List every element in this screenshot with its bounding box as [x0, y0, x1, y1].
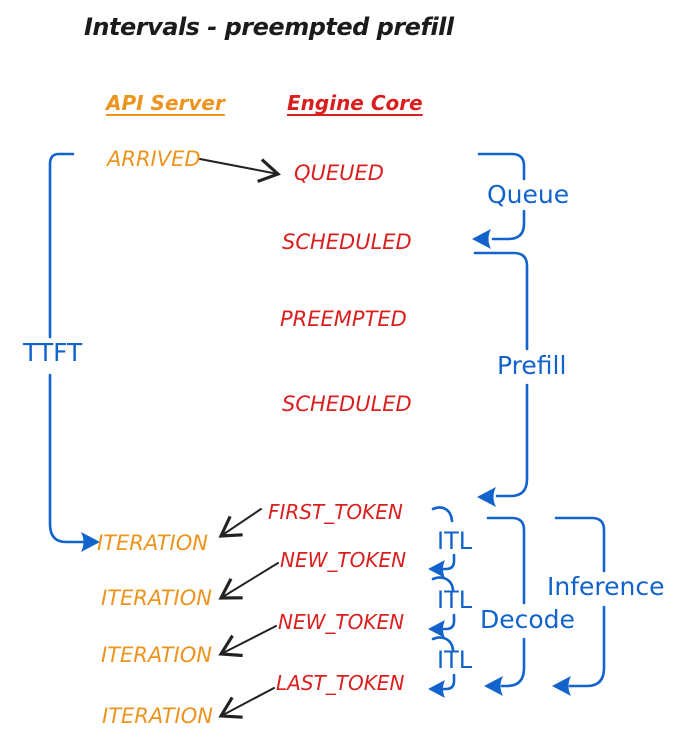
- inference-bracket-bottom: [568, 605, 606, 688]
- itl3-bracket-top: [431, 636, 455, 652]
- itl1-bracket-bottom: [442, 553, 456, 571]
- event-new-token-2: NEW_TOKEN: [278, 610, 405, 634]
- prefill-bracket-top: [473, 251, 529, 351]
- event-iteration-4: ITERATION: [102, 704, 213, 728]
- arrow-last-token-to-iteration-icon: [218, 687, 275, 719]
- itl2-bracket-bottom: [442, 613, 456, 631]
- prefill-bracket-bottom: [495, 383, 529, 498]
- event-queued: QUEUED: [294, 161, 384, 185]
- prefill-arrowhead-icon: [477, 487, 496, 507]
- interval-label-itl-3: ITL: [437, 646, 473, 674]
- itl3-bracket-bottom: [442, 673, 456, 691]
- event-arrived: ARRIVED: [107, 147, 201, 171]
- event-new-token-1: NEW_TOKEN: [280, 548, 407, 572]
- inference-bracket-top: [554, 516, 606, 573]
- itl1-arrowhead-icon: [428, 560, 445, 578]
- queue-bracket-bottom: [491, 209, 526, 241]
- event-iteration-1: ITERATION: [97, 531, 208, 555]
- itl3-arrowhead-icon: [428, 680, 445, 698]
- event-scheduled-1: SCHEDULED: [282, 230, 412, 254]
- interval-label-queue: Queue: [487, 180, 570, 209]
- column-header-api-server: API Server: [106, 91, 225, 115]
- event-scheduled-2: SCHEDULED: [282, 392, 412, 416]
- interval-label-itl-2: ITL: [437, 586, 473, 614]
- diagram-title: Intervals - preempted prefill: [84, 13, 454, 41]
- interval-label-itl-1: ITL: [437, 527, 473, 555]
- itl2-bracket-top: [431, 576, 455, 592]
- event-preempted: PREEMPTED: [280, 307, 407, 331]
- decode-bracket-bottom: [500, 637, 526, 688]
- event-first-token: FIRST_TOKEN: [268, 500, 403, 524]
- inference-arrowhead-icon: [552, 676, 571, 696]
- column-header-engine-core: Engine Core: [287, 91, 423, 115]
- interval-label-inference: Inference: [547, 572, 665, 601]
- arrow-new-token2-to-iteration-icon: [218, 625, 277, 658]
- ttft-arrowhead-icon: [81, 532, 100, 552]
- ttft-bracket-bottom: [48, 373, 85, 544]
- interval-label-ttft: TTFT: [23, 338, 83, 367]
- event-iteration-2: ITERATION: [101, 586, 212, 610]
- decode-bracket-top: [486, 516, 526, 605]
- interval-label-prefill: Prefill: [497, 351, 567, 380]
- queue-arrowhead-icon: [472, 229, 491, 249]
- arrow-new-token-to-iteration-icon: [218, 562, 279, 600]
- itl2-arrowhead-icon: [428, 620, 445, 638]
- arrow-arrived-to-queued-icon: [199, 158, 282, 183]
- event-iteration-3: ITERATION: [101, 643, 212, 667]
- decode-arrowhead-icon: [484, 676, 503, 696]
- queue-bracket-top: [477, 152, 526, 181]
- interval-label-decode: Decode: [480, 605, 575, 634]
- itl1-bracket-top: [431, 506, 454, 523]
- ttft-bracket-top: [48, 152, 75, 339]
- arrow-first-token-to-iteration-icon: [218, 508, 262, 538]
- event-last-token: LAST_TOKEN: [276, 671, 405, 695]
